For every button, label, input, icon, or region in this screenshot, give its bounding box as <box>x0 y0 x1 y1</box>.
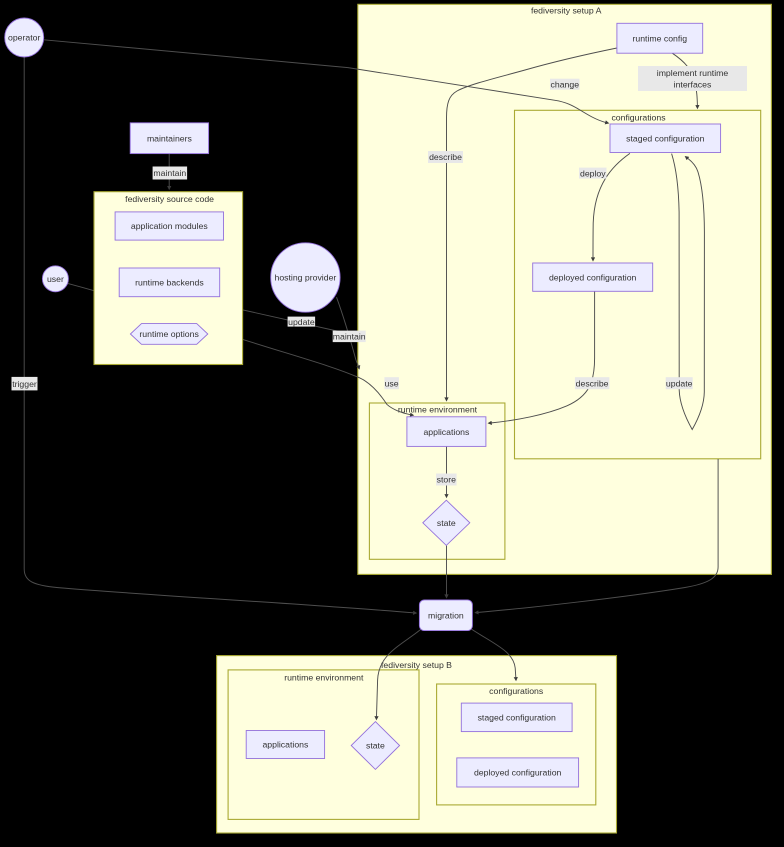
svg-text:runtime config: runtime config <box>633 34 688 44</box>
svg-text:fediversity setup B: fediversity setup B <box>381 660 452 670</box>
svg-text:interfaces: interfaces <box>674 79 712 89</box>
svg-text:staged configuration: staged configuration <box>478 713 556 723</box>
svg-text:staged configuration: staged configuration <box>626 133 704 143</box>
svg-text:update: update <box>288 317 315 327</box>
svg-text:state: state <box>437 518 456 528</box>
svg-text:fediversity source code: fediversity source code <box>125 194 214 204</box>
svg-text:maintain: maintain <box>153 168 186 178</box>
svg-text:deployed configuration: deployed configuration <box>549 272 637 282</box>
svg-text:update: update <box>666 378 693 388</box>
svg-text:store: store <box>437 475 456 485</box>
svg-text:runtime environment: runtime environment <box>398 404 478 414</box>
svg-text:trigger: trigger <box>12 379 37 389</box>
svg-text:use: use <box>385 378 399 388</box>
svg-text:describe: describe <box>576 378 609 388</box>
svg-text:change: change <box>551 79 580 89</box>
svg-text:migration: migration <box>428 611 464 621</box>
svg-text:application modules: application modules <box>131 221 208 231</box>
svg-text:runtime options: runtime options <box>139 329 199 339</box>
svg-text:configurations: configurations <box>611 113 666 123</box>
svg-text:deploy: deploy <box>580 168 606 178</box>
svg-text:runtime environment: runtime environment <box>284 672 364 682</box>
svg-text:hosting provider: hosting provider <box>274 273 336 283</box>
svg-text:deployed configuration: deployed configuration <box>474 768 562 778</box>
svg-text:implement runtime: implement runtime <box>657 68 729 78</box>
svg-text:configurations: configurations <box>489 686 544 696</box>
svg-text:user: user <box>47 274 64 284</box>
svg-text:runtime backends: runtime backends <box>135 278 204 288</box>
svg-text:maintainers: maintainers <box>147 133 193 143</box>
svg-text:describe: describe <box>429 152 462 162</box>
svg-text:state: state <box>366 741 385 751</box>
svg-text:maintain: maintain <box>333 332 366 342</box>
svg-text:applications: applications <box>262 740 309 750</box>
svg-text:fediversity setup A: fediversity setup A <box>531 5 602 15</box>
svg-text:applications: applications <box>423 427 470 437</box>
svg-text:operator: operator <box>8 33 40 43</box>
